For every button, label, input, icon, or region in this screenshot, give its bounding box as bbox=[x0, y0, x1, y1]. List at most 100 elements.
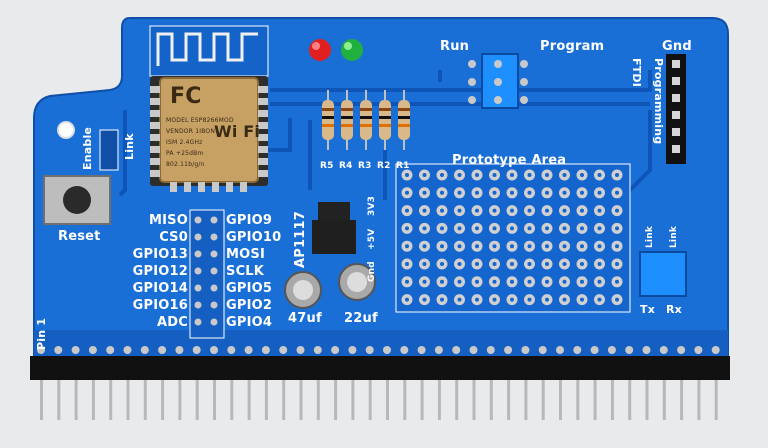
jumper-pin bbox=[494, 78, 502, 86]
proto-hole-center bbox=[405, 190, 409, 195]
proto-hole-center bbox=[475, 262, 479, 266]
proto-hole-center bbox=[597, 297, 602, 302]
module-text-line: 802.11b/g/n bbox=[166, 161, 205, 168]
proto-hole-center bbox=[615, 226, 619, 231]
esp-side-pads bbox=[150, 86, 268, 192]
ftdi-pin bbox=[672, 77, 680, 85]
header-pin bbox=[697, 370, 701, 420]
proto-hole-center bbox=[475, 226, 479, 231]
jumper-pin bbox=[520, 96, 528, 104]
header-pin bbox=[662, 370, 666, 420]
bottom-pad bbox=[348, 346, 357, 354]
bottom-pad bbox=[400, 346, 409, 354]
proto-hole-center bbox=[545, 208, 549, 213]
header-pin bbox=[541, 370, 545, 420]
mounting-hole bbox=[57, 121, 75, 139]
proto-hole-center bbox=[527, 279, 532, 284]
proto-hole-center bbox=[510, 279, 514, 284]
header-pin bbox=[593, 370, 597, 420]
label-cap47: 47uf bbox=[288, 311, 322, 326]
proto-hole-center bbox=[457, 208, 462, 213]
bottom-pad bbox=[625, 346, 634, 354]
gpio-left-label: GPIO13 bbox=[132, 247, 188, 262]
jumper-pins bbox=[468, 60, 528, 104]
label-prototype-area: Prototype Area bbox=[452, 153, 567, 168]
proto-hole-center bbox=[422, 262, 427, 266]
bottom-pad bbox=[521, 346, 530, 354]
bottom-pad bbox=[711, 346, 720, 354]
gpio-right-label: GPIO9 bbox=[226, 213, 273, 228]
proto-hole-center bbox=[492, 190, 497, 195]
proto-hole-center bbox=[527, 297, 532, 302]
proto-hole-center bbox=[457, 262, 462, 266]
proto-hole-center bbox=[440, 262, 444, 266]
jumper-pin bbox=[520, 78, 528, 86]
bottom-pad bbox=[71, 346, 80, 354]
resistor-body bbox=[360, 100, 372, 140]
proto-hole-center bbox=[492, 226, 497, 231]
led-red-highlight bbox=[312, 42, 320, 50]
resistor-label: R5 bbox=[320, 161, 334, 171]
label-link-left: Link bbox=[123, 133, 136, 160]
proto-hole-center bbox=[545, 190, 549, 195]
proto-hole-center bbox=[405, 173, 409, 177]
proto-hole-center bbox=[527, 226, 532, 231]
jumper-pin bbox=[520, 60, 528, 68]
proto-hole-center bbox=[510, 208, 514, 213]
header-pin bbox=[437, 370, 441, 420]
bottom-pad bbox=[677, 346, 686, 354]
ftdi-pins bbox=[672, 60, 680, 153]
resistor-band bbox=[341, 124, 353, 127]
resistor-band bbox=[398, 116, 410, 119]
bottom-pad bbox=[175, 346, 184, 354]
proto-hole-center bbox=[597, 208, 602, 213]
proto-hole-center bbox=[580, 262, 584, 266]
gpio-pin bbox=[194, 318, 202, 326]
gpio-pin bbox=[194, 267, 202, 275]
bottom-pad bbox=[279, 346, 288, 354]
proto-hole-center bbox=[562, 173, 567, 177]
bottom-pad bbox=[486, 346, 495, 354]
esp-pad-right bbox=[258, 134, 268, 141]
proto-hole-center bbox=[422, 279, 427, 284]
gpio-left-label: ADC bbox=[157, 315, 188, 330]
header-pin bbox=[403, 370, 407, 420]
proto-hole-center bbox=[562, 297, 567, 302]
proto-hole-center bbox=[405, 208, 409, 213]
module-text-line: MODEL ESP8266MOD bbox=[166, 117, 234, 124]
header-pin bbox=[74, 370, 78, 420]
proto-hole-center bbox=[597, 279, 602, 284]
gpio-left-label: GPIO12 bbox=[132, 264, 188, 279]
bottom-pad bbox=[573, 346, 582, 354]
proto-hole-center bbox=[510, 244, 514, 249]
ftdi-pin bbox=[672, 111, 680, 119]
antenna-trace bbox=[156, 32, 258, 66]
proto-hole-center bbox=[562, 262, 567, 266]
bottom-pad bbox=[192, 346, 201, 354]
bottom-pad bbox=[417, 346, 426, 354]
proto-hole-center bbox=[545, 226, 549, 231]
proto-hole-center bbox=[510, 226, 514, 231]
proto-hole-center bbox=[597, 226, 602, 231]
proto-hole-center bbox=[510, 297, 514, 302]
gpio-pin bbox=[210, 284, 218, 292]
proto-hole-center bbox=[440, 244, 444, 249]
bottom-pad bbox=[469, 346, 478, 354]
esp-pad-right bbox=[258, 98, 268, 105]
proto-hole-center bbox=[527, 190, 532, 195]
header-pin bbox=[57, 370, 61, 420]
header-pin bbox=[109, 370, 113, 420]
label-ap1117: AP1117 bbox=[293, 211, 308, 268]
label-gnd-top: Gnd bbox=[662, 39, 692, 54]
proto-hole-center bbox=[510, 190, 514, 195]
prototype-area-outline bbox=[395, 163, 631, 313]
gpio-pin bbox=[194, 216, 202, 224]
bottom-pad bbox=[158, 346, 167, 354]
proto-hole-center bbox=[457, 279, 462, 284]
bottom-pad bbox=[54, 346, 63, 354]
proto-hole-center bbox=[580, 208, 584, 213]
proto-hole-center bbox=[615, 208, 619, 213]
proto-hole-center bbox=[457, 297, 462, 302]
jumper-pin bbox=[494, 96, 502, 104]
header-pin bbox=[610, 370, 614, 420]
